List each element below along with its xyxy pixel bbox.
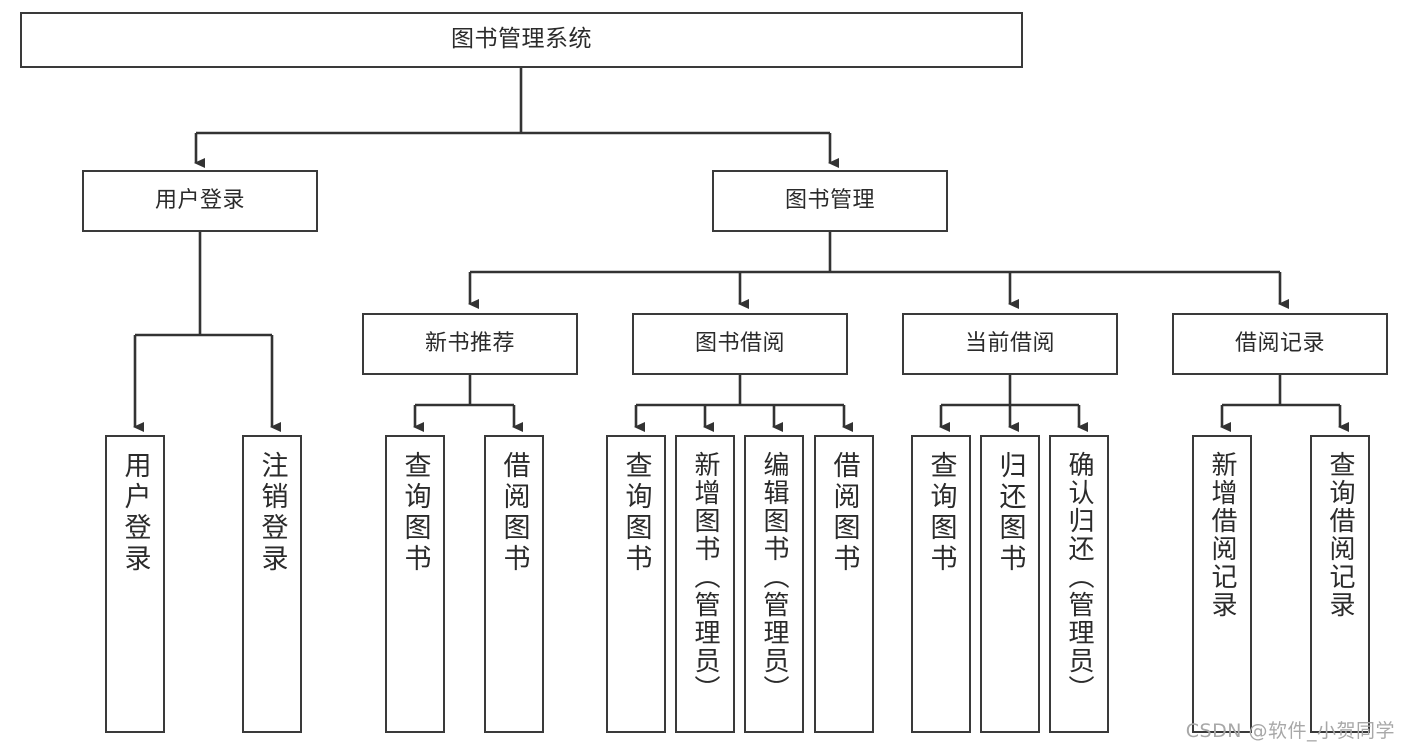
node-leaf-borrow-query-book[interactable]: 查询图书 — [606, 435, 666, 733]
node-leaf-rec-borrow-book[interactable]: 借阅图书 — [484, 435, 544, 733]
node-leaf-user-logout[interactable]: 注销登录 — [242, 435, 302, 733]
node-new-book-rec[interactable]: 新书推荐 — [362, 313, 578, 375]
node-current-borrow-label: 当前借阅 — [964, 330, 1055, 356]
node-root-label: 图书管理系统 — [451, 26, 592, 53]
node-borrow-record[interactable]: 借阅记录 — [1172, 313, 1388, 375]
node-leaf-user-login-label: 用户登录 — [119, 451, 151, 575]
node-leaf-rec-add-record[interactable]: 新增借阅记录 — [1192, 435, 1252, 733]
node-borrow-record-label: 借阅记录 — [1234, 330, 1325, 356]
node-user-login-label: 用户登录 — [154, 187, 245, 213]
node-leaf-user-logout-label: 注销登录 — [256, 451, 288, 575]
node-leaf-rec-borrow-book-label: 借阅图书 — [498, 451, 530, 575]
node-leaf-cur-return-book[interactable]: 归还图书 — [980, 435, 1040, 733]
node-leaf-cur-query-book[interactable]: 查询图书 — [911, 435, 971, 733]
node-book-manage[interactable]: 图书管理 — [712, 170, 948, 232]
node-leaf-rec-query-record[interactable]: 查询借阅记录 — [1310, 435, 1370, 733]
node-new-book-rec-label: 新书推荐 — [424, 330, 515, 356]
node-user-login[interactable]: 用户登录 — [82, 170, 318, 232]
node-book-borrow[interactable]: 图书借阅 — [632, 313, 848, 375]
node-leaf-borrow-add-book-label: 新增图书（管理员） — [690, 451, 720, 703]
node-root[interactable]: 图书管理系统 — [20, 12, 1023, 68]
node-leaf-rec-query-record-label: 查询借阅记录 — [1325, 451, 1355, 619]
node-leaf-user-login[interactable]: 用户登录 — [105, 435, 165, 733]
node-leaf-borrow-edit-book[interactable]: 编辑图书（管理员） — [744, 435, 804, 733]
node-leaf-borrow-borrow-book-label: 借阅图书 — [828, 451, 860, 575]
node-leaf-borrow-add-book[interactable]: 新增图书（管理员） — [675, 435, 735, 733]
node-leaf-cur-confirm-return[interactable]: 确认归还（管理员） — [1049, 435, 1109, 733]
node-leaf-cur-query-book-label: 查询图书 — [925, 451, 957, 575]
node-book-manage-label: 图书管理 — [784, 187, 875, 213]
node-leaf-cur-confirm-return-label: 确认归还（管理员） — [1064, 451, 1094, 703]
node-leaf-borrow-borrow-book[interactable]: 借阅图书 — [814, 435, 874, 733]
node-leaf-rec-query-book[interactable]: 查询图书 — [385, 435, 445, 733]
node-current-borrow[interactable]: 当前借阅 — [902, 313, 1118, 375]
node-leaf-cur-return-book-label: 归还图书 — [994, 451, 1026, 575]
node-book-borrow-label: 图书借阅 — [694, 330, 785, 356]
node-leaf-borrow-query-book-label: 查询图书 — [620, 451, 652, 575]
node-leaf-rec-query-book-label: 查询图书 — [399, 451, 431, 575]
node-leaf-rec-add-record-label: 新增借阅记录 — [1207, 451, 1237, 619]
node-leaf-borrow-edit-book-label: 编辑图书（管理员） — [759, 451, 789, 703]
